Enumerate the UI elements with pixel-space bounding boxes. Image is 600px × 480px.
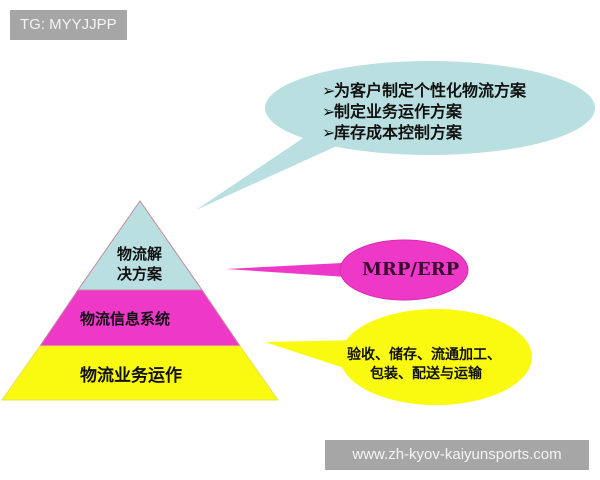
bottom-callout-tail [265,340,360,370]
top-tier-label-line1: 物流解 [117,245,163,263]
watermark-top-left: TG: MYYJJPP [10,10,127,40]
middle-tier-label: 物流信息系统 [80,310,171,328]
middle-callout-tail [226,262,362,278]
list-item: ➢库存成本控制方案 [322,123,463,142]
bottom-tier-label: 物流业务运作 [80,366,182,386]
arrow-bullet-icon: ➢ [322,81,336,100]
bottom-callout-bubble [340,309,532,405]
pyramid-bottom-tier [1,345,279,401]
bottom-callout-line2: 包装、配送与运输 [370,366,482,382]
list-item: ➢为客户制定个性化物流方案 [322,81,527,100]
top-tier-label-line2: 决方案 [117,265,163,283]
watermark-bottom-right: www.zh-kyov-kaiyunsports.com [325,440,589,470]
arrow-bullet-icon: ➢ [322,102,336,121]
list-item: ➢制定业务运作方案 [322,102,463,121]
top-callout-list: ➢为客户制定个性化物流方案 ➢制定业务运作方案 ➢库存成本控制方案 [322,80,526,143]
arrow-bullet-icon: ➢ [322,123,336,142]
middle-callout-label: MRP/ERP [362,259,460,280]
middle-callout-bubble [339,239,469,301]
top-callout-bubble [265,61,595,155]
bottom-callout-line1: 验收、储存、流通加工、 [347,347,501,363]
